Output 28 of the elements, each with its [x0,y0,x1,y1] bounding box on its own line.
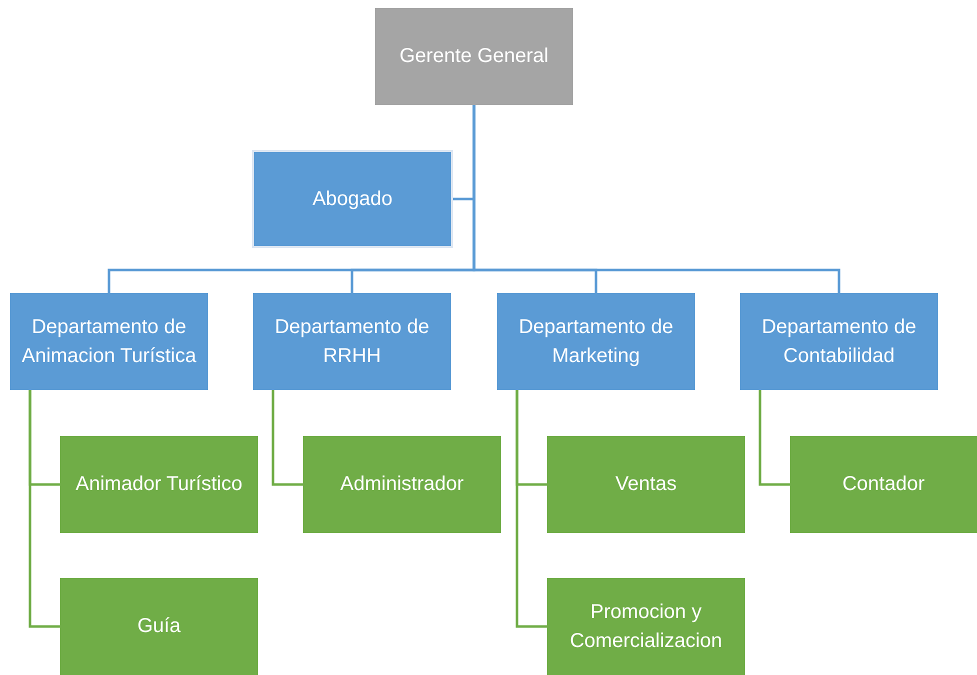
box-label: Departamento de Marketing [518,314,674,368]
role-box [547,436,745,533]
connector-line [272,390,303,486]
box-label: Gerente General [400,44,548,69]
manager-box [375,8,573,105]
connector-line [758,390,790,486]
department-box [10,293,208,390]
box-label: Contador [842,472,925,497]
box-label: Departamento de RRHH [274,314,430,368]
box-label: Ventas [615,472,677,497]
connector-line [28,390,60,628]
advisor-box [252,150,453,248]
connector-line [516,390,547,628]
department-box [740,293,938,390]
box-label: Promocion y Comercializacion [568,600,724,654]
box-label: Animador Turístico [76,472,242,497]
role-box [60,436,258,533]
department-box [253,293,451,390]
role-box [60,578,258,675]
box-label: Guía [137,614,181,639]
box-label: Departamento de Animacion Turística [20,314,198,368]
role-box [303,436,501,533]
box-label: Administrador [340,472,464,497]
role-box [790,436,977,533]
department-box [497,293,695,390]
box-label: Departamento de Contabilidad [760,314,918,368]
box-label: Abogado [312,186,393,212]
role-box [547,578,745,675]
